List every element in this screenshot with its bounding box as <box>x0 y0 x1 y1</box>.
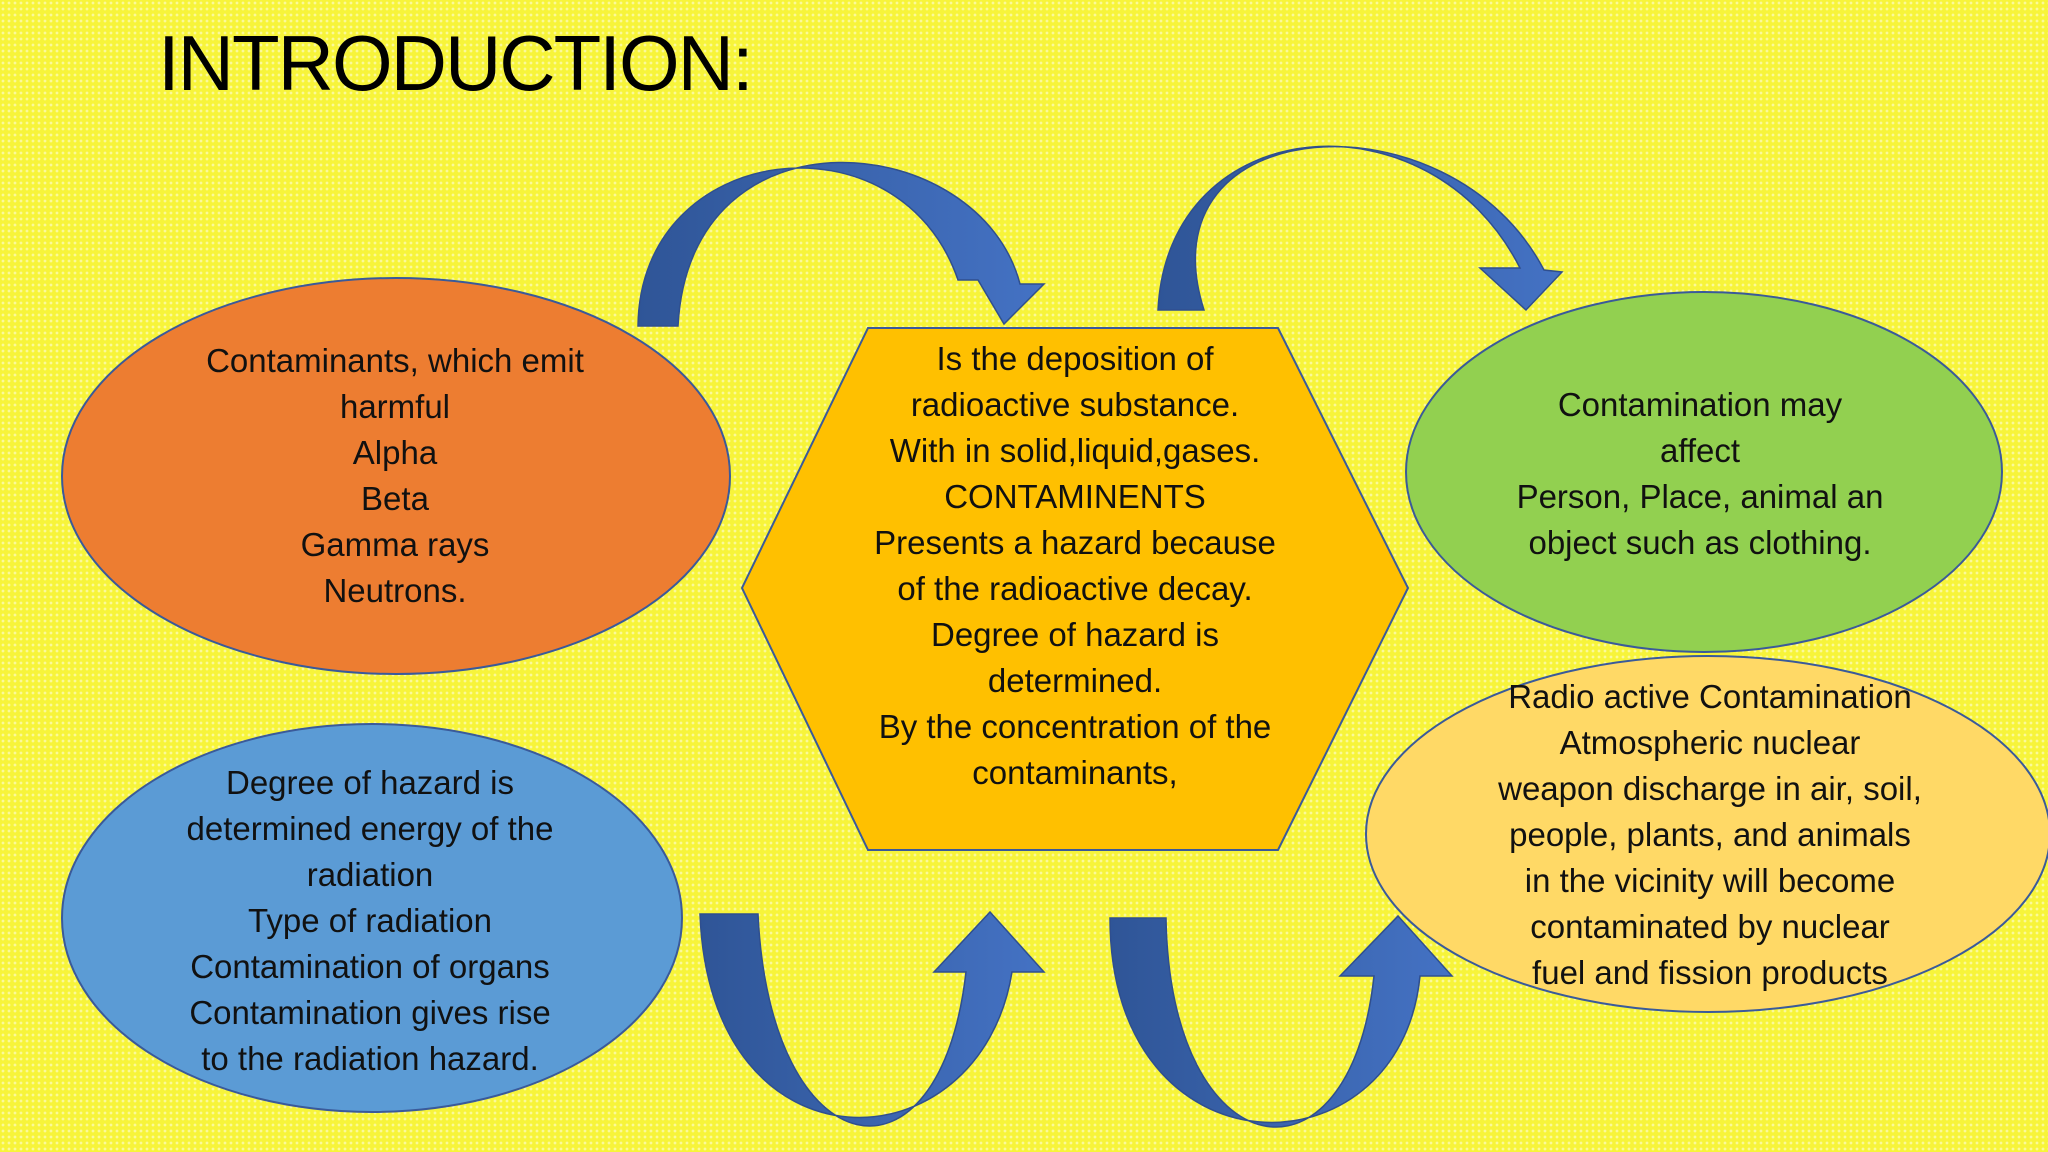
text-line: affect <box>1659 432 1741 469</box>
hazard-degree-ellipse <box>61 723 683 1113</box>
text-line: harmful <box>339 388 451 425</box>
text-line: Person, Place, animal an <box>1516 478 1884 515</box>
text-line: Contamination of organs <box>190 948 550 985</box>
text-line: Neutrons. <box>323 572 467 609</box>
deposition-text: Is the deposition of radioactive substanc… <box>800 336 1350 796</box>
text-line: weapon discharge in air, soil, <box>1498 770 1922 807</box>
text-line: Beta <box>361 480 429 517</box>
text-line: Contamination may <box>1557 386 1843 423</box>
text-line: object such as clothing. <box>1528 524 1872 561</box>
text-line: Alpha <box>352 434 438 471</box>
text-line: With in solid,liquid,gases. <box>889 432 1261 469</box>
text-line: Gamma rays <box>300 526 490 563</box>
text-line: Presents a hazard because <box>874 524 1276 561</box>
text-line: fuel and fission products <box>1532 954 1888 991</box>
text-line: CONTAMINENTS <box>944 478 1206 515</box>
arrow-orange-to-hexagon <box>637 161 1046 327</box>
arrow-blue-to-hexagon <box>699 910 1046 1127</box>
arrow-hexagon-to-yellow <box>1109 914 1454 1128</box>
arrow-hexagon-to-green <box>1157 145 1564 312</box>
text-line: Degree of hazard is <box>226 764 514 801</box>
text-line: Radio active Contamination <box>1508 678 1912 715</box>
text-line: By the concentration of the <box>878 708 1272 745</box>
text-line: Atmospheric nuclear <box>1559 724 1861 761</box>
text-line: radiation <box>306 856 434 893</box>
text-line: people, plants, and animals <box>1509 816 1911 853</box>
page-title: INTRODUCTION: <box>158 19 754 107</box>
affect-ellipse <box>1405 291 2003 653</box>
deposition-hexagon <box>740 327 1410 851</box>
text-line: determined energy of the <box>186 810 554 847</box>
text-line: contaminants, <box>972 754 1178 791</box>
text-line: Contaminants, which emit <box>206 342 584 379</box>
text-line: Is the deposition of <box>936 340 1214 377</box>
text-line: determined. <box>987 662 1163 699</box>
text-line: Degree of hazard is <box>931 616 1219 653</box>
text-line: to the radiation hazard. <box>201 1040 539 1077</box>
text-line: radioactive substance. <box>910 386 1240 423</box>
text-line: Contamination gives rise <box>189 994 551 1031</box>
radioactive-ellipse <box>1365 655 2048 1013</box>
hazard-degree-text: Degree of hazard is determined energy of … <box>110 760 630 1082</box>
text-line: Type of radiation <box>248 902 492 939</box>
text-line: of the radioactive decay. <box>897 570 1253 607</box>
text-line: in the vicinity will become <box>1524 862 1896 899</box>
contaminants-ellipse <box>61 277 731 675</box>
text-line: contaminated by nuclear <box>1530 908 1890 945</box>
